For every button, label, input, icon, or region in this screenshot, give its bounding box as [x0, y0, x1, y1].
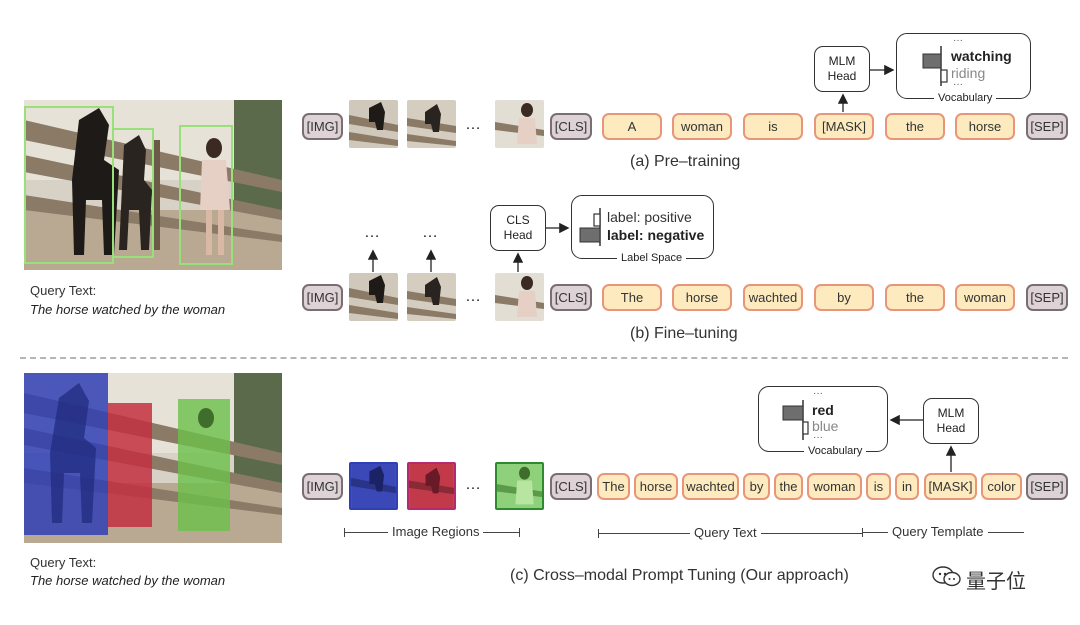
text-token-c-4: the	[774, 473, 803, 500]
mlm-head-a-line2: Head	[827, 69, 857, 83]
text-token-a-4: the	[885, 113, 945, 140]
histogram-icon	[579, 208, 601, 246]
cls-head-b-line1: CLS	[506, 213, 530, 227]
text-token-a-1: woman	[672, 113, 732, 140]
text-token-b-2: wachted	[743, 284, 803, 311]
region-thumb-a2	[407, 100, 456, 148]
vocab-word-blue: blue	[812, 418, 839, 434]
text-token-a-0: A	[602, 113, 662, 140]
text-token-b-5: woman	[955, 284, 1015, 311]
mask-token-a: [MASK]	[814, 113, 874, 140]
ellipsis-a: …	[465, 116, 482, 133]
bracket-image-regions: Image Regions	[344, 524, 520, 539]
cls-token-c: [CLS]	[550, 473, 592, 500]
vocab-dots-top-a: ···	[953, 35, 963, 46]
caption-finetuning: (b) Fine–tuning	[630, 325, 738, 342]
vocab-bubble-a: ··· watching riding ···	[896, 33, 1031, 99]
region-thumb-b1	[349, 273, 398, 321]
cls-head-b-line2: Head	[503, 228, 533, 242]
mlm-head-a-line1: MLM	[828, 54, 856, 68]
vocab-word-watching: watching	[951, 48, 1012, 64]
text-token-b-1: horse	[672, 284, 732, 311]
region-thumb-c-green	[495, 462, 544, 510]
label-space-caption: Label Space	[617, 252, 687, 264]
sep-token-b: [SEP]	[1026, 284, 1068, 311]
vocab-dots-top-c: ···	[813, 388, 823, 399]
text-token-a-2: is	[743, 113, 803, 140]
mlm-head-c-line1: MLM	[937, 406, 965, 420]
region-thumb-c-blue	[349, 462, 398, 510]
section-divider	[20, 357, 1068, 359]
img-token-a: [IMG]	[302, 113, 343, 140]
vocab-word-riding: riding	[951, 65, 986, 81]
region-box-horse-2	[112, 128, 154, 258]
histogram-icon	[782, 400, 809, 440]
text-token-c-1: horse	[634, 473, 678, 500]
histogram-icon	[922, 46, 948, 86]
sep-token-a: [SEP]	[1026, 113, 1068, 140]
query-text-bottom: The horse watched by the woman	[30, 573, 226, 588]
vocab-dots-bottom-c: ···	[813, 432, 823, 443]
bracket-query-template: Query Template	[862, 524, 1024, 539]
region-box-woman	[179, 125, 233, 265]
text-token-c-6: is	[866, 473, 891, 500]
bracket-query-text-label: Query Text	[690, 525, 761, 540]
sep-token-c: [SEP]	[1026, 473, 1068, 500]
caption-pretraining: (a) Pre–training	[630, 153, 741, 170]
text-token-c-9: color	[981, 473, 1022, 500]
vocab-dots-bottom-a: ···	[953, 79, 963, 90]
ellipsis-b: …	[465, 288, 482, 305]
vocab-caption-a: Vocabulary	[934, 92, 997, 104]
region-thumb-b3	[495, 273, 544, 321]
text-token-c-3: by	[743, 473, 770, 500]
text-token-b-4: the	[885, 284, 945, 311]
watermark-text: 量子位	[966, 569, 1026, 593]
bracket-image-regions-label: Image Regions	[388, 524, 484, 539]
vocab-word-red: red	[812, 402, 834, 418]
text-token-a-5: horse	[955, 113, 1015, 140]
text-token-c-5: woman	[807, 473, 862, 500]
bracket-query-text: Query Text	[598, 525, 862, 540]
region-thumb-a3	[495, 100, 544, 148]
caption-cpt: (c) Cross–modal Prompt Tuning (Our appro…	[510, 567, 849, 584]
mask-token-c: [MASK]	[924, 473, 977, 500]
ellipsis-c: …	[465, 476, 482, 493]
region-thumb-a1	[349, 100, 398, 148]
query-text-top: The horse watched by the woman	[30, 302, 226, 317]
top-photo	[24, 100, 282, 270]
cls-token-a: [CLS]	[550, 113, 592, 140]
text-token-c-2: wachted	[682, 473, 739, 500]
region-thumb-c-red	[407, 462, 456, 510]
wechat-logo-icon	[932, 566, 962, 588]
ellipsis-b-above-1: …	[364, 224, 381, 241]
text-token-b-0: The	[602, 284, 662, 311]
cls-token-b: [CLS]	[550, 284, 592, 311]
text-token-b-3: by	[814, 284, 874, 311]
text-token-c-7: in	[895, 473, 919, 500]
vocab-caption-c: Vocabulary	[804, 445, 867, 457]
label-space-bubble: label: positive label: negative	[571, 195, 714, 259]
bottom-photo	[24, 373, 282, 543]
bottom-photo-scene	[24, 373, 282, 543]
region-thumb-b2	[407, 273, 456, 321]
label-negative: label: negative	[607, 227, 705, 243]
img-token-b: [IMG]	[302, 284, 343, 311]
text-token-c-0: The	[597, 473, 630, 500]
ellipsis-b-above-2: …	[422, 224, 439, 241]
mlm-head-c-line2: Head	[936, 421, 966, 435]
img-token-c: [IMG]	[302, 473, 343, 500]
query-label-bottom: Query Text:	[30, 555, 97, 570]
bracket-query-template-label: Query Template	[888, 524, 988, 539]
query-label-top: Query Text:	[30, 283, 97, 298]
label-positive: label: positive	[607, 209, 692, 225]
